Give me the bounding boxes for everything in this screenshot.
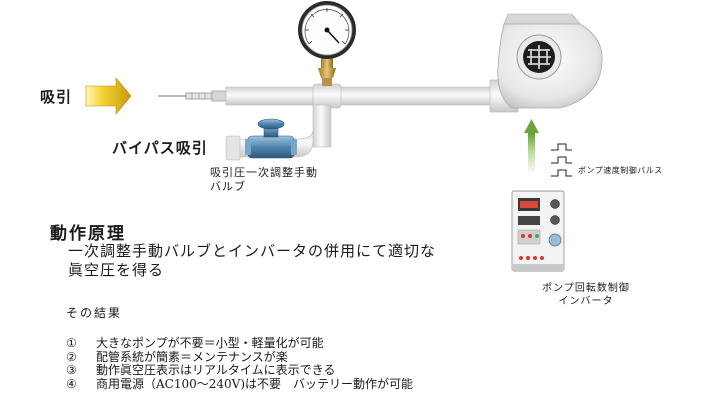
green-arrow-icon [524, 119, 539, 174]
list-item: ① 大きなポンプが不要＝小型・軽量化が可能 [66, 336, 413, 351]
item-text: 大きなポンプが不要＝小型・軽量化が可能 [96, 336, 324, 350]
item-number: ② [66, 349, 77, 364]
principle-heading: 動作原理 [50, 224, 126, 244]
inverter-caption: ポンプ回転数制御 インバータ [534, 282, 638, 308]
main-pipe [225, 83, 509, 109]
item-text: 配管系統が簡素＝メンテナンスが楽 [96, 349, 288, 364]
pressure-gauge-icon [298, 1, 356, 86]
item-number: ① [66, 336, 77, 350]
pulse-label: ポンプ速度制御パルス [578, 166, 663, 175]
valve-caption-line2: バルブ [210, 180, 246, 193]
results-title: その結果 [66, 306, 123, 320]
list-item: ② 配管系統が簡素＝メンテナンスが楽 [66, 349, 413, 365]
pulse-signal-icon [551, 143, 572, 177]
inverter-unit-icon [511, 190, 565, 272]
item-number: ③ [66, 363, 77, 377]
bypass-suction-label: バイパス吸引 [112, 139, 208, 157]
principle-description-line2: 眞空圧を得る [68, 261, 165, 279]
yellow-arrow-icon [85, 77, 132, 115]
list-item: ④ 商用電源（AC100～240V)は不要 バッテリー動作が可能 [66, 376, 414, 392]
principle-description: 一次調整手動バルブとインバータの併用にて適切な 眞空圧を得る [68, 242, 436, 280]
blower-pump-icon [489, 13, 603, 113]
principle-description-line1: 一次調整手動バルブとインバータの併用にて適切な [68, 242, 437, 260]
list-item: ③ 動作眞空圧表示はリアルタイムに表示できる [66, 363, 413, 378]
inverter-caption-line2: インバータ [558, 296, 614, 307]
suction-probe [158, 90, 227, 102]
item-text: 動作眞空圧表示はリアルタイムに表示できる [96, 363, 336, 377]
valve-icon [245, 118, 297, 159]
results-list: ① 大きなポンプが不要＝小型・軽量化が可能 ② 配管系統が簡素＝メンテナンスが楽 ③… [66, 336, 414, 392]
valve-caption-line1: 吸引圧一次調整手動 [210, 166, 318, 179]
item-text: 商用電源（AC100～240V)は不要 バッテリー動作が可能 [96, 376, 414, 391]
valve-caption: 吸引圧一次調整手動 バルブ [210, 166, 318, 194]
suction-label: 吸引 [40, 88, 73, 106]
inverter-caption-line1: ポンプ回転数制御 [542, 283, 630, 294]
item-number: ④ [66, 376, 77, 391]
